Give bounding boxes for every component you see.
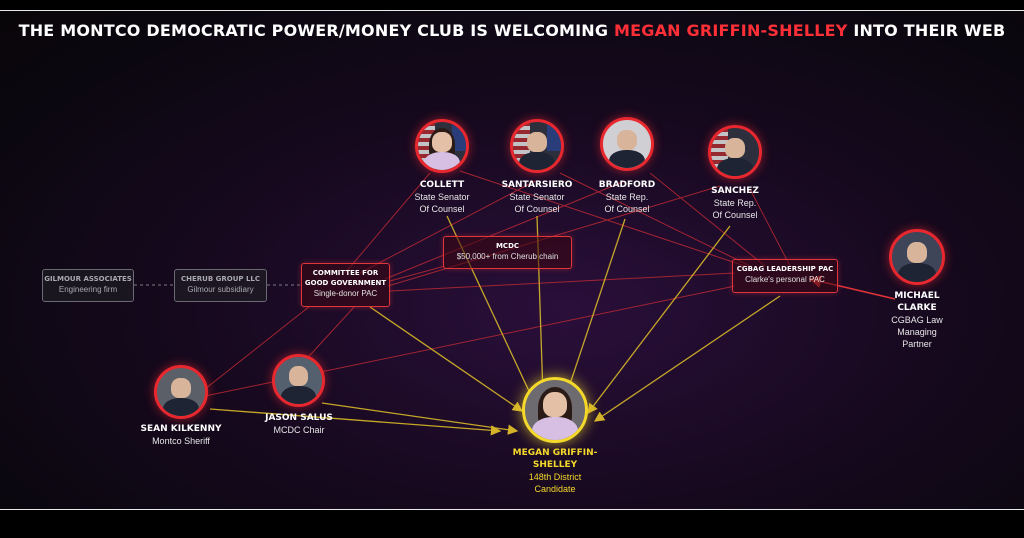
avatar-salus xyxy=(272,354,325,407)
link-committee-bradford xyxy=(384,180,626,280)
org-cherub-group: CHERUB GROUP LLC Gilmour subsidiary xyxy=(174,269,267,302)
sanchez-role2: Of Counsel xyxy=(712,210,758,220)
label-griffin-shelley: MEGAN GRIFFIN- SHELLEY 148th District Ca… xyxy=(505,447,605,495)
title-highlight: MEGAN GRIFFIN-SHELLEY xyxy=(614,21,848,40)
arrow-cgbag-griffin xyxy=(593,295,781,422)
sanchez-role1: State Rep. xyxy=(713,198,757,208)
clarke-role3: Partner xyxy=(902,339,932,349)
page-title: THE MONTCO DEMOCRATIC POWER/MONEY CLUB I… xyxy=(0,21,1024,40)
label-kilkenny: SEAN KILKENNY Montco Sheriff xyxy=(136,423,226,447)
label-salus: JASON SALUS MCDC Chair xyxy=(254,412,344,436)
org-committee-good-government: COMMITTEE FOR GOOD GOVERNMENT Single-don… xyxy=(301,263,390,307)
avatar-kilkenny xyxy=(154,365,208,419)
bradford-name: BRADFORD xyxy=(598,180,656,190)
link-committee-mcdc xyxy=(389,265,446,282)
avatar-sanchez xyxy=(708,125,762,179)
collett-role2: Of Counsel xyxy=(419,204,465,214)
label-bradford: BRADFORD State Rep. Of Counsel xyxy=(587,179,667,215)
org-cgbag-title: CGBAG LEADERSHIP PAC xyxy=(736,265,834,273)
sanchez-name: SANCHEZ xyxy=(711,186,759,196)
kilkenny-name: SEAN KILKENNY xyxy=(140,424,222,434)
avatar-bradford xyxy=(600,117,654,171)
clarke-role2: Managing xyxy=(897,327,937,337)
arrow-sanchez-griffin xyxy=(587,225,731,415)
org-committee-title1: COMMITTEE FOR xyxy=(312,269,379,277)
diagram-canvas: THE MONTCO DEMOCRATIC POWER/MONEY CLUB I… xyxy=(0,10,1024,510)
avatar-santarsiero xyxy=(510,119,564,173)
org-committee-sub: Single-donor PAC xyxy=(313,289,378,298)
santarsiero-name: SANTARSIERO xyxy=(501,180,573,190)
arrow-kilkenny-griffin xyxy=(209,408,502,436)
kilkenny-role1: Montco Sheriff xyxy=(152,436,210,446)
link-kilkenny-committee xyxy=(204,305,311,390)
org-gilmour-associates: GILMOUR ASSOCIATES Engineering firm xyxy=(42,269,134,302)
link-committee-santarsiero xyxy=(359,180,536,274)
org-mcdc-sub: $50,000+ from Cherub chain xyxy=(456,252,559,261)
arrow-bradford-griffin xyxy=(562,218,626,401)
arrow-committee-griffin xyxy=(369,306,524,412)
link-cgbag-collett xyxy=(459,170,746,267)
org-committee-title2: GOOD GOVERNMENT xyxy=(304,279,387,287)
link-cgbag-santarsiero xyxy=(559,172,751,267)
clarke-role1: CGBAG Law xyxy=(891,315,943,325)
org-gilmour-title: GILMOUR ASSOCIATES xyxy=(44,275,132,283)
bradford-role1: State Rep. xyxy=(605,192,649,202)
clarke-name1: MICHAEL xyxy=(894,291,940,301)
link-cgbag-bradford xyxy=(649,172,766,267)
org-cgbag-pac: CGBAG LEADERSHIP PAC Clarke's personal P… xyxy=(732,259,838,293)
org-mcdc: MCDC $50,000+ from Cherub chain xyxy=(443,236,572,269)
griffin-name2: SHELLEY xyxy=(532,460,578,470)
salus-role1: MCDC Chair xyxy=(273,425,325,435)
griffin-name1: MEGAN GRIFFIN- xyxy=(512,448,598,458)
title-suffix: INTO THEIR WEB xyxy=(853,21,1006,40)
avatar-clarke xyxy=(889,229,945,285)
santarsiero-role2: Of Counsel xyxy=(514,204,560,214)
link-committee-cgbag xyxy=(389,272,736,292)
org-cgbag-sub: Clarke's personal PAC xyxy=(745,275,825,284)
bradford-role2: Of Counsel xyxy=(604,204,650,214)
org-cherub-sub: Gilmour subsidiary xyxy=(187,285,254,294)
avatar-griffin-shelley xyxy=(522,377,588,443)
collett-name: COLLETT xyxy=(419,180,465,190)
avatar-collett xyxy=(415,119,469,173)
collett-role1: State Senator xyxy=(414,192,470,202)
griffin-role1: 148th District xyxy=(528,472,582,482)
arrow-salus-griffin xyxy=(321,402,519,435)
org-mcdc-title: MCDC xyxy=(495,242,520,250)
griffin-role2: Candidate xyxy=(534,484,576,494)
label-collett: COLLETT State Senator Of Counsel xyxy=(402,179,482,215)
label-santarsiero: SANTARSIERO State Senator Of Counsel xyxy=(496,179,578,215)
salus-name: JASON SALUS xyxy=(265,413,333,423)
title-prefix: THE MONTCO DEMOCRATIC POWER/MONEY CLUB I… xyxy=(18,21,609,40)
santarsiero-role1: State Senator xyxy=(509,192,565,202)
clarke-name2: CLARKE xyxy=(897,303,937,313)
link-committee-collett xyxy=(344,172,431,274)
label-sanchez: SANCHEZ State Rep. Of Counsel xyxy=(695,185,775,221)
org-gilmour-sub: Engineering firm xyxy=(58,285,118,294)
org-cherub-title: CHERUB GROUP LLC xyxy=(180,275,261,283)
link-cgbag-sanchez xyxy=(749,188,791,267)
label-clarke: MICHAEL CLARKE CGBAG Law Managing Partne… xyxy=(876,290,958,350)
